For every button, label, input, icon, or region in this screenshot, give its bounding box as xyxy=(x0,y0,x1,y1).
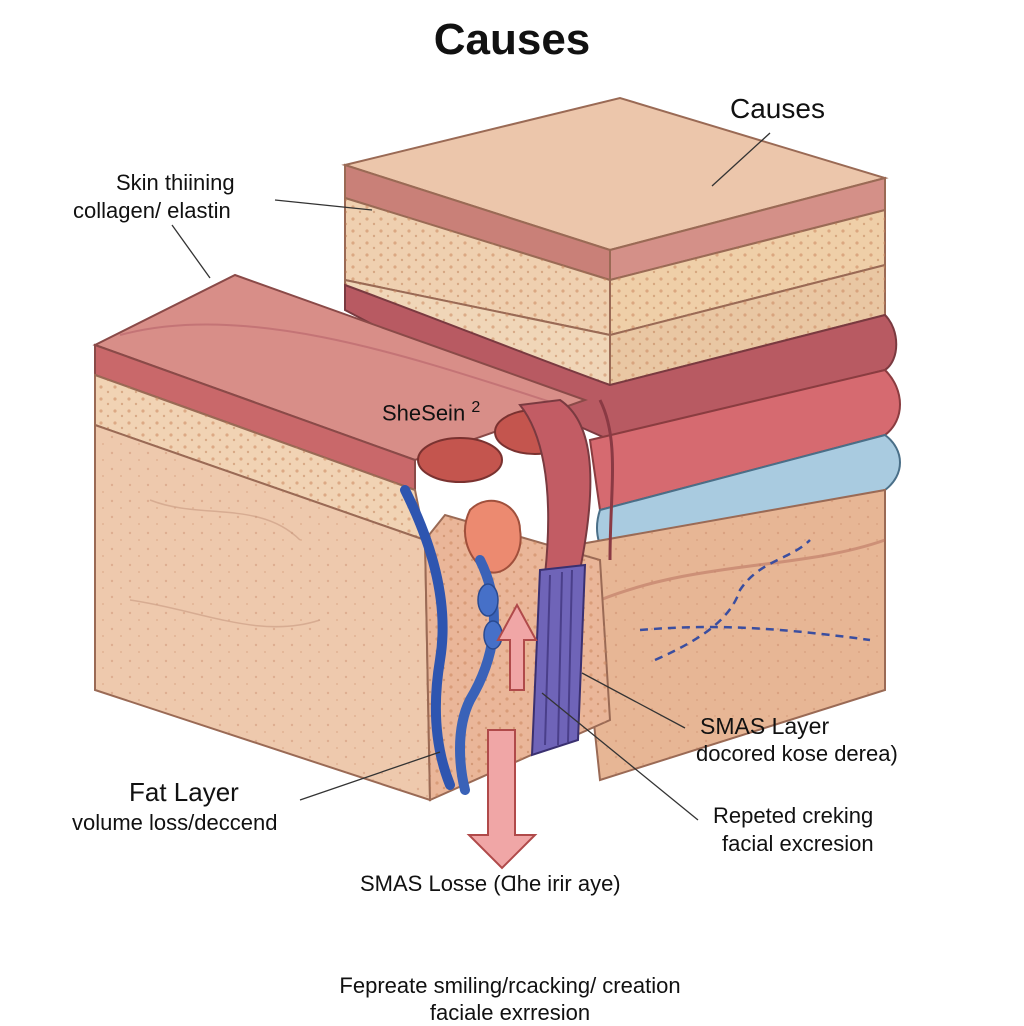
arrow-up xyxy=(496,602,538,691)
label-fat-layer-line2: volume loss/deccend xyxy=(72,810,278,835)
label-skin-thinning-line1: Skin thiining xyxy=(116,170,235,195)
label-skin-thinning-line2: collagen/ elastin xyxy=(73,198,231,223)
label-smas-layer-line1: SMAS Layer xyxy=(700,713,830,739)
label-smas-layer-line2: docored kose derea) xyxy=(696,741,898,766)
shesein-text: SheSein xyxy=(382,400,466,426)
leader-lines xyxy=(171,132,771,821)
label-fat-layer-line1: Fat Layer xyxy=(129,777,239,807)
shesein-superscript: 2 xyxy=(471,399,481,416)
label-bottom-line2: faciale exrresion xyxy=(429,1000,591,1025)
epidermis-layer xyxy=(341,96,889,282)
label-causes-top: Causes xyxy=(730,93,825,124)
dermis-layer xyxy=(344,196,886,387)
diagram-title: Causes xyxy=(433,15,591,64)
label-repeated-line2: facial excresion xyxy=(722,831,874,856)
arrow-down xyxy=(466,729,538,870)
label-smas-loss: SMAS Losse (Ɑhe irir aye) xyxy=(360,871,621,896)
label-shesein: SheSein 2 xyxy=(382,398,480,427)
label-repeated-line1: Repeted creking xyxy=(713,803,874,828)
label-bottom-line1: Fepreate smiling/rcacking/ creation xyxy=(339,973,681,998)
subcutaneous-right xyxy=(573,488,886,782)
central-vessels xyxy=(400,398,614,795)
